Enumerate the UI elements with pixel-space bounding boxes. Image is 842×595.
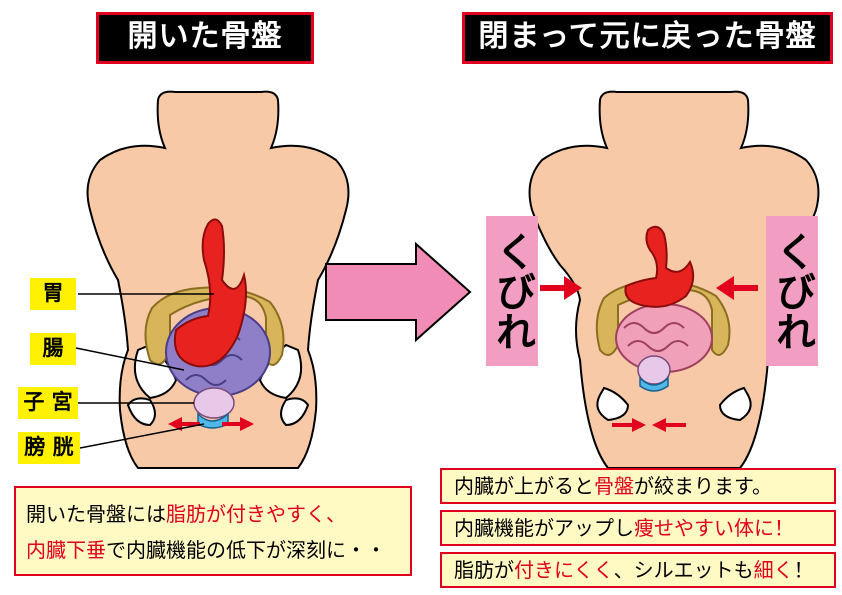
title-open-pelvis: 開いた骨盤: [96, 12, 314, 64]
label-stomach: 胃: [30, 278, 76, 310]
benefit-box-3: 脂肪が付きにくく、シルエットも細く！: [440, 552, 836, 588]
benefit-box-1: 内臓が上がると骨盤が絞まります。: [440, 468, 836, 504]
label-bladder: 膀 胱: [18, 432, 80, 464]
left-torso: [75, 90, 350, 469]
label-intestine: 腸: [30, 333, 76, 365]
explanation-open-pelvis: 開いた骨盤には脂肪が付きやすく、 内臓下垂で内臓機能の低下が深刻に・・: [14, 486, 412, 576]
label-uterus: 子 宮: [18, 387, 78, 419]
kubire-label-left: くびれ: [486, 216, 538, 366]
transition-arrow: [325, 241, 472, 343]
kubire-label-right: くびれ: [766, 216, 818, 366]
benefit-box-2: 内臓機能がアップし痩せやすい体に！: [440, 510, 836, 546]
explanation-line-1: 開いた骨盤には脂肪が付きやすく、: [26, 502, 346, 526]
title-closed-pelvis: 閉まって元に戻った骨盤: [462, 12, 833, 64]
explanation-line-2: 内臓下垂で内臓機能の低下が深刻に・・: [26, 538, 386, 562]
right-torso: [528, 90, 820, 469]
